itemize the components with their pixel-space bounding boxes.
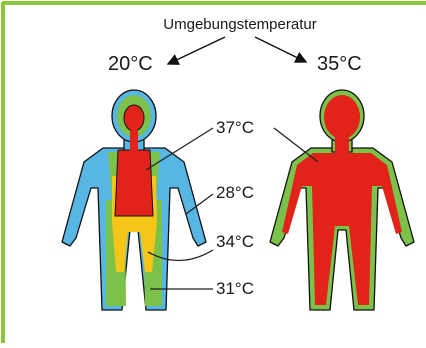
arrow-left-icon	[168, 37, 225, 64]
leader-37c-right	[274, 128, 318, 162]
label-31c: 31°C	[216, 279, 254, 298]
label-37c: 37°C	[216, 118, 254, 137]
left-ambient-temp: 20°C	[108, 53, 153, 75]
label-34c: 34°C	[216, 232, 254, 251]
right-body-figure	[270, 90, 414, 310]
right-body-core-zone	[282, 95, 402, 305]
left-body-figure	[62, 90, 206, 310]
arrow-right-icon	[255, 37, 306, 62]
label-28c: 28°C	[216, 183, 254, 202]
right-ambient-temp: 35°C	[317, 53, 362, 75]
ambient-temperature-title: Umgebungstemperatur	[163, 16, 316, 33]
